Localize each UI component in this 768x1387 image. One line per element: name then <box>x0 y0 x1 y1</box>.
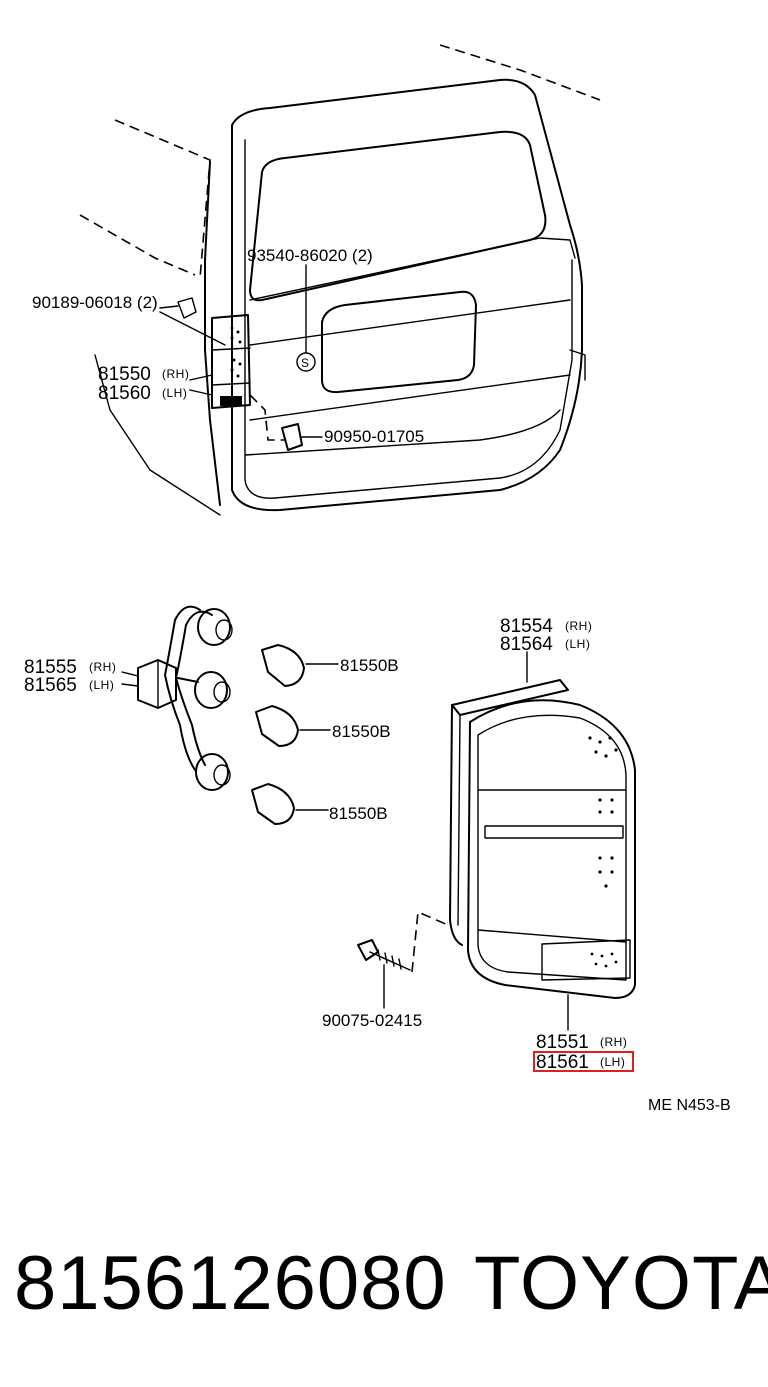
svg-text:81564: 81564 <box>500 634 553 655</box>
upper-labels: 93540-86020 (2) 90189-06018 (2) 81550 (R… <box>32 246 424 446</box>
label-lens-rh: 81551 <box>536 1032 589 1053</box>
svg-text:81565: 81565 <box>24 675 77 696</box>
socket-leader <box>121 671 139 687</box>
lower-labels: 81554 (RH) 81564 (LH) 81555 (RH) 81565 (… <box>24 616 731 1114</box>
screw-icon <box>357 910 449 1009</box>
part-number: 8156126080 <box>14 1241 447 1326</box>
svg-text:(RH): (RH) <box>565 619 592 633</box>
label-gasket-lh: 81564 <box>500 634 553 655</box>
svg-text:81550B: 81550B <box>332 722 391 741</box>
label-socket-rh: 81555 <box>24 657 77 678</box>
label-bulb-3: 81550B <box>329 804 388 823</box>
socket-3 <box>195 753 231 791</box>
svg-text:(LH): (LH) <box>89 678 114 692</box>
highlight-box <box>533 1051 634 1072</box>
svg-text:81550B: 81550B <box>329 804 388 823</box>
socket-2 <box>194 671 231 709</box>
svg-text:(RH): (RH) <box>89 660 116 674</box>
lens-marks <box>588 736 618 968</box>
upper-leaders <box>159 264 323 438</box>
bulbs <box>251 644 339 825</box>
svg-text:81550B: 81550B <box>340 656 399 675</box>
bulb-3-icon <box>251 783 295 825</box>
bulb-1-icon <box>261 644 305 687</box>
label-clip: 90189-06018 (2) <box>32 293 158 312</box>
vehicle-rear-illustration <box>79 44 601 516</box>
svg-text:93540-86020 (2): 93540-86020 (2) <box>247 246 373 265</box>
svg-text:90950-01705: 90950-01705 <box>324 427 424 446</box>
label-bulb-1: 81550B <box>340 656 399 675</box>
svg-text:81551: 81551 <box>536 1032 589 1053</box>
label-screw: 90075-02415 <box>322 1011 422 1030</box>
socket-harness <box>137 605 233 791</box>
socket-1 <box>197 608 233 646</box>
svg-text:(LH): (LH) <box>600 1055 625 1069</box>
diagram-code: ME N453-B <box>648 1097 731 1114</box>
lamp-dots <box>230 326 242 378</box>
svg-text:81555: 81555 <box>24 657 77 678</box>
svg-text:(RH): (RH) <box>600 1035 627 1049</box>
label-socket-lh: 81565 <box>24 675 77 696</box>
bulb-2-icon <box>255 705 299 747</box>
svg-text:(LH): (LH) <box>565 637 590 651</box>
svg-text:(LH): (LH) <box>162 386 187 400</box>
svg-text:81554: 81554 <box>500 616 553 637</box>
svg-text:90075-02415: 90075-02415 <box>322 1011 422 1030</box>
label-lamp-lh: 81560 <box>98 383 151 404</box>
footer: 8156126080 TOYOTA <box>0 1230 768 1340</box>
s-mark: S <box>301 356 310 370</box>
svg-text:90189-06018 (2): 90189-06018 (2) <box>32 293 158 312</box>
svg-text:81560: 81560 <box>98 383 151 404</box>
tail-lamp-assembly <box>449 651 636 1031</box>
label-plug: 90950-01705 <box>324 427 424 446</box>
brand-name: TOYOTA <box>474 1241 768 1326</box>
label-screw-upper: 93540-86020 (2) <box>247 246 373 265</box>
svg-text:(RH): (RH) <box>162 367 189 381</box>
label-gasket-rh: 81554 <box>500 616 553 637</box>
svg-text:81561: 81561 <box>536 1052 589 1073</box>
svg-text:81550: 81550 <box>98 364 151 385</box>
label-bulb-2: 81550B <box>332 722 391 741</box>
svg-text:S: S <box>301 356 310 370</box>
svg-text:ME N453-B: ME N453-B <box>648 1097 731 1114</box>
label-lens-lh: 81561 <box>536 1052 589 1073</box>
label-lamp-rh: 81550 <box>98 364 151 385</box>
